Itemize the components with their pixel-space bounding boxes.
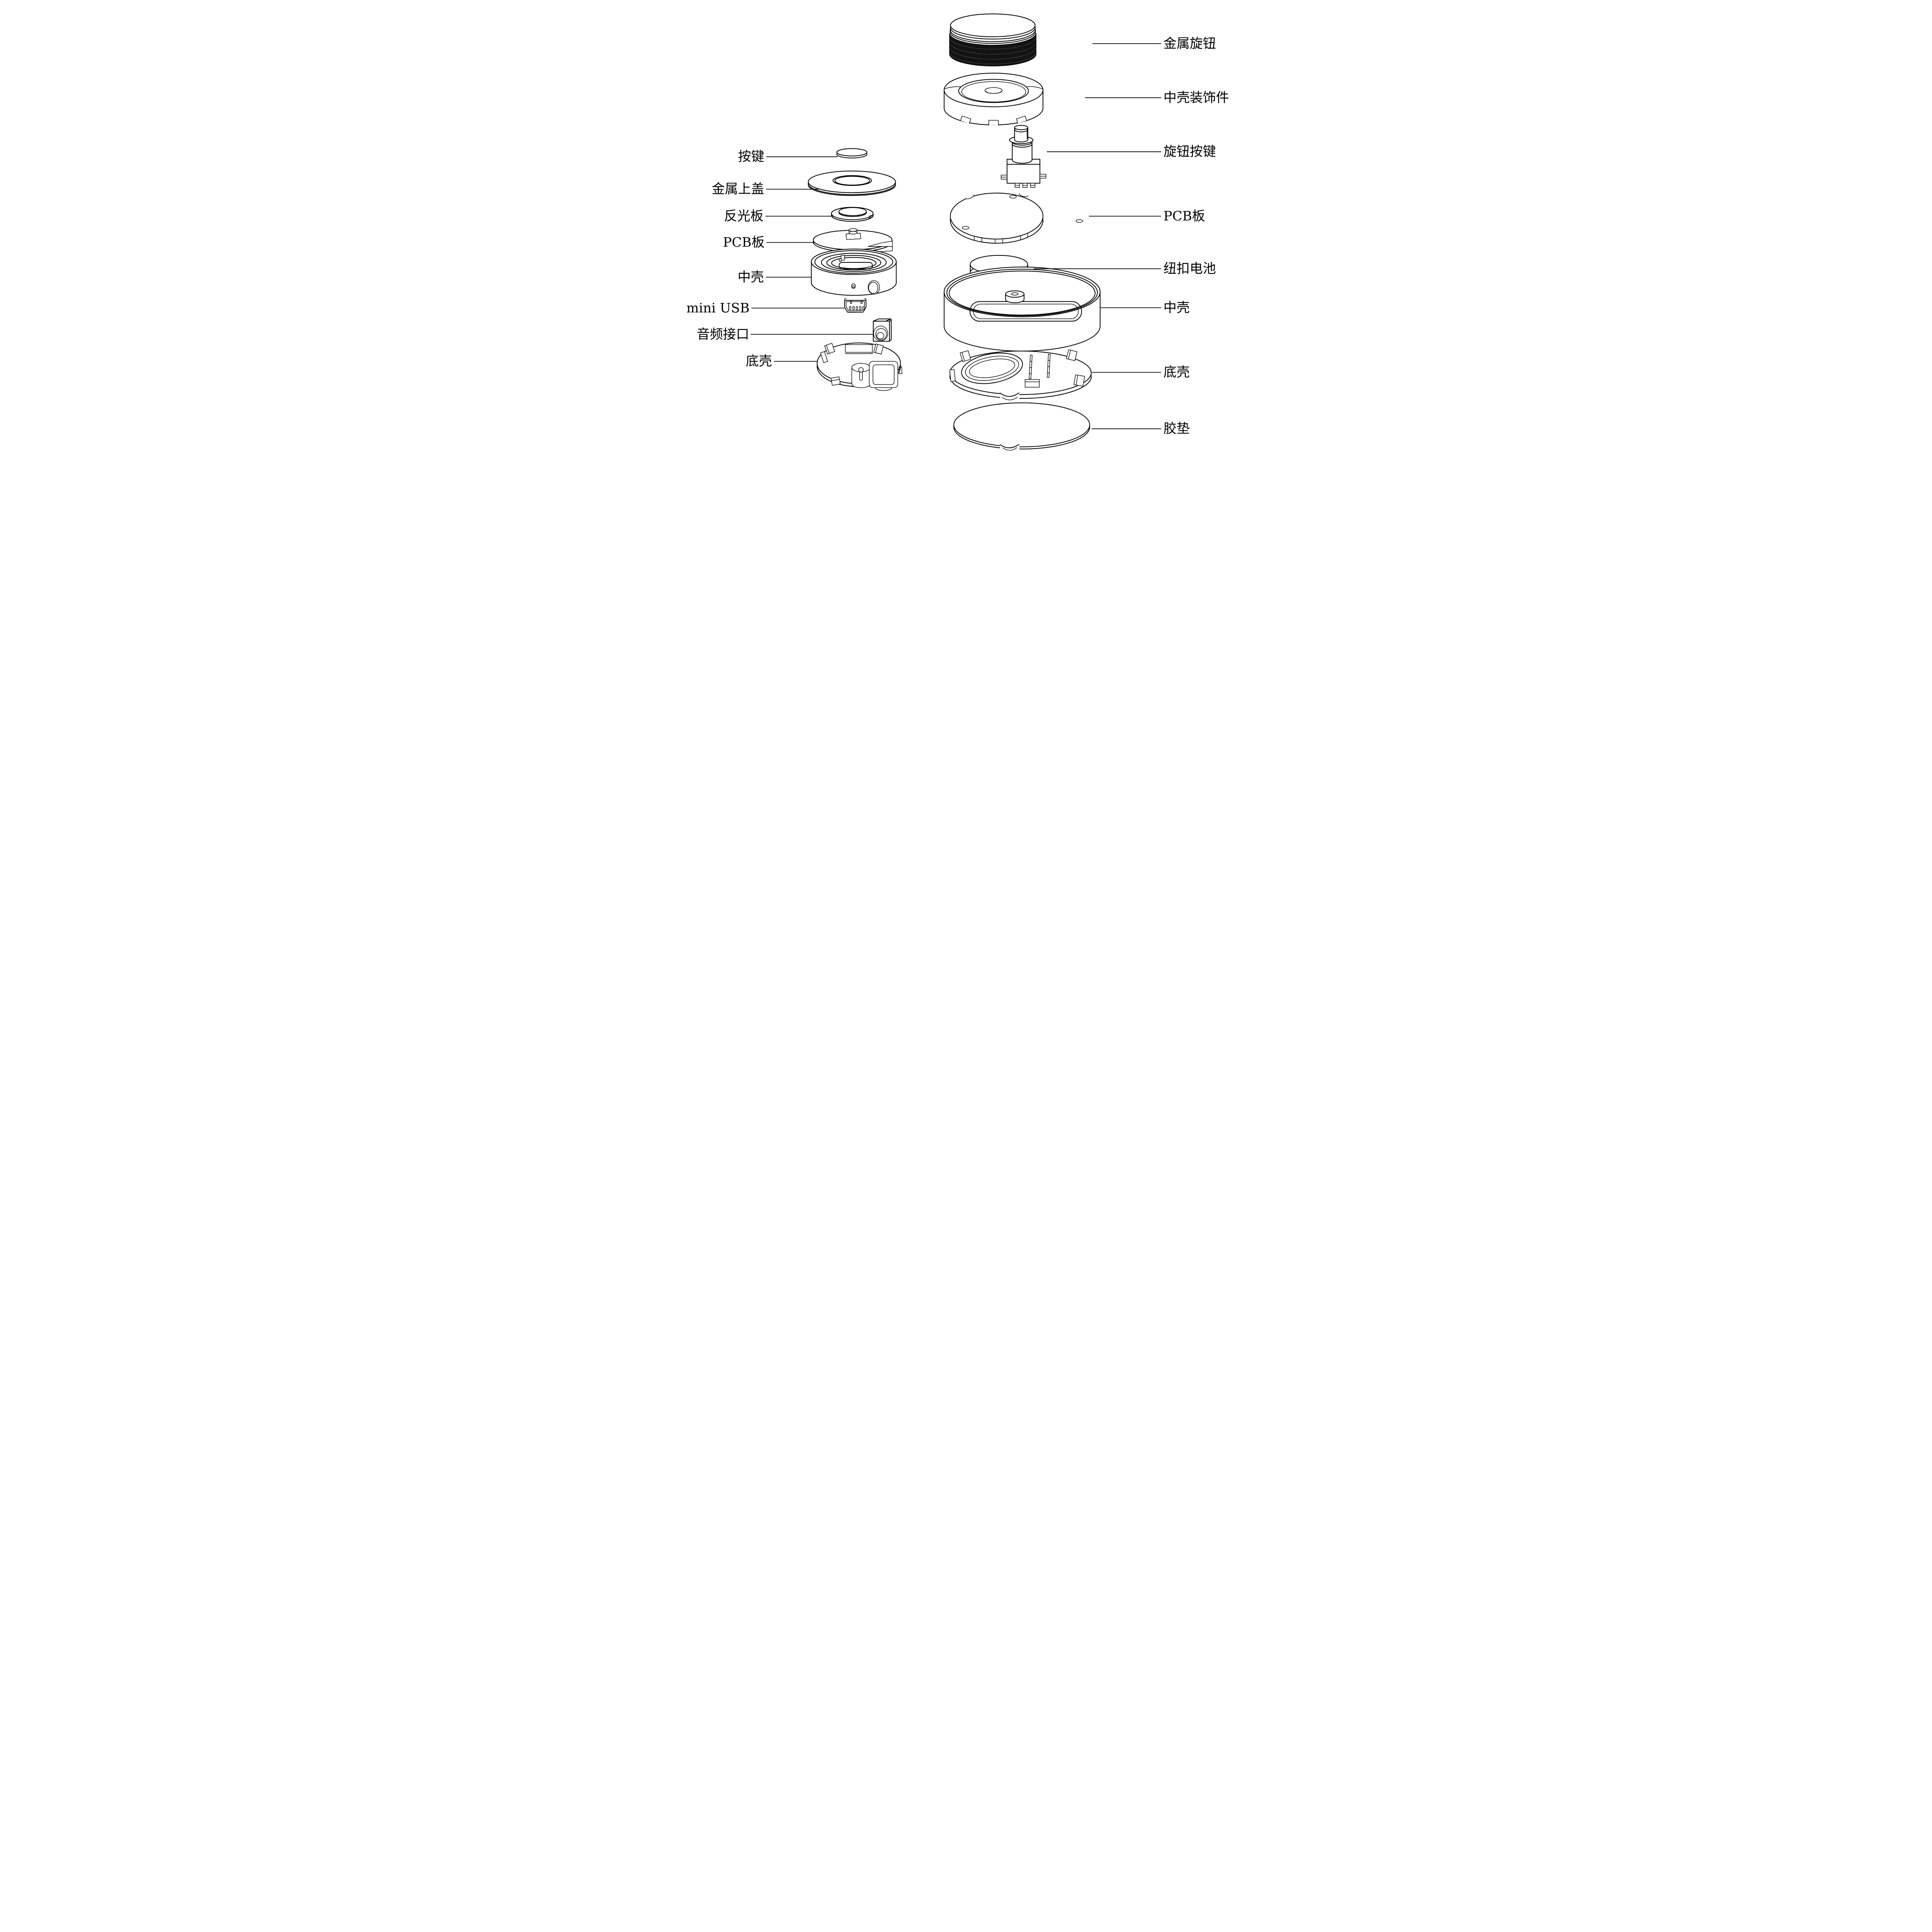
mini-usb-part bbox=[844, 298, 867, 313]
metal-top-cover-part bbox=[808, 170, 896, 196]
label-middle-shell-right: 中壳 bbox=[1163, 300, 1190, 315]
rubber-pad-part bbox=[953, 402, 1090, 452]
rotary-encoder-part bbox=[1001, 125, 1046, 188]
label-audio-jack: 音频接口 bbox=[697, 327, 749, 342]
left-labels: 按键 金属上盖 反光板 PCB板 中壳 mini USB 音频接口 底壳 bbox=[686, 149, 772, 369]
label-button-cap: 按键 bbox=[738, 149, 764, 165]
reflector-part bbox=[831, 207, 874, 222]
pcb-board-right-part bbox=[950, 192, 1083, 244]
label-metal-top-cover: 金属上盖 bbox=[712, 182, 764, 197]
label-rubber-pad: 胶垫 bbox=[1163, 421, 1190, 437]
exploded-view-diagram: 按键 金属上盖 反光板 PCB板 中壳 mini USB 音频接口 底壳 bbox=[684, 0, 1248, 487]
metal-knob-part bbox=[949, 13, 1037, 66]
audio-jack-part bbox=[872, 318, 892, 342]
middle-shell-right-part bbox=[944, 267, 1101, 352]
label-coin-cell: 纽扣电池 bbox=[1163, 261, 1216, 276]
label-rotary-encoder: 旋钮按键 bbox=[1163, 144, 1216, 160]
middle-shell-left-part bbox=[811, 248, 897, 296]
label-bottom-shell-right: 底壳 bbox=[1163, 365, 1190, 380]
pcb-board-left-part bbox=[813, 228, 893, 257]
diagram-page: 按键 金属上盖 反光板 PCB板 中壳 mini USB 音频接口 底壳 bbox=[684, 0, 1248, 487]
bottom-shell-left-part bbox=[816, 342, 902, 391]
button-cap-part bbox=[836, 148, 867, 158]
label-middle-shell-left: 中壳 bbox=[738, 269, 764, 285]
right-labels: 金属旋钮 中壳装饰件 旋钮按键 PCB板 纽扣电池 中壳 底壳 胶垫 bbox=[1163, 36, 1229, 437]
left-leader-lines bbox=[750, 156, 873, 362]
label-mini-usb: mini USB bbox=[686, 300, 749, 316]
bottom-shell-right-part bbox=[949, 349, 1092, 401]
label-middle-shell-trim: 中壳装饰件 bbox=[1163, 90, 1229, 105]
right-leader-lines bbox=[1034, 43, 1161, 429]
label-bottom-shell-left: 底壳 bbox=[746, 354, 772, 369]
middle-shell-trim-part bbox=[944, 73, 1044, 126]
label-reflector: 反光板 bbox=[724, 209, 764, 224]
label-pcb-right: PCB板 bbox=[1163, 209, 1205, 224]
left-assembly: 按键 金属上盖 反光板 PCB板 中壳 mini USB 音频接口 底壳 bbox=[686, 148, 902, 391]
label-metal-knob: 金属旋钮 bbox=[1163, 36, 1216, 51]
label-pcb-left: PCB板 bbox=[723, 235, 765, 250]
right-assembly: 金属旋钮 中壳装饰件 旋钮按键 PCB板 纽扣电池 中壳 底壳 胶垫 bbox=[944, 13, 1229, 452]
